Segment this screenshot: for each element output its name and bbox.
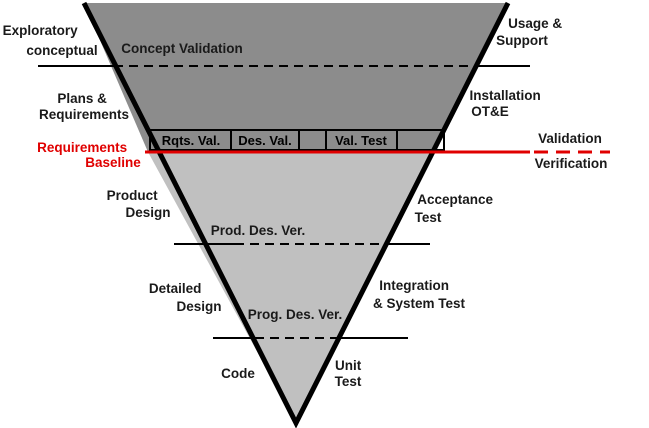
label-requirements-baseline-line2: Baseline xyxy=(85,155,141,170)
label-prod-des-ver: Prod. Des. Ver. xyxy=(211,223,306,238)
label-usage-support-line1: Usage & xyxy=(508,16,562,31)
label-detailed-design-line2: Design xyxy=(176,299,221,314)
label-product-design-line1: Product xyxy=(107,188,159,203)
label-product-design-line2: Design xyxy=(125,205,170,220)
label-acceptance-test-line2: Test xyxy=(415,210,442,225)
label-plans-line2: Requirements xyxy=(39,107,129,122)
label-integration-test: Integration & System Test xyxy=(373,278,466,311)
lower-triangle-region xyxy=(148,152,434,423)
validation-cell-val-test: Val. Test xyxy=(335,133,387,148)
label-exploratory: Exploratory conceptual xyxy=(3,23,98,58)
label-verification: Verification xyxy=(535,156,608,171)
validation-cell-box xyxy=(149,129,445,151)
label-plans-line1: Plans & xyxy=(57,91,107,106)
label-acceptance-test: Acceptance Test xyxy=(415,192,497,225)
label-usage-support: Usage & Support xyxy=(496,16,566,48)
level-separators xyxy=(38,65,530,339)
label-requirements-baseline: Requirements Baseline xyxy=(37,140,141,170)
label-plans-requirements: Plans & Requirements xyxy=(39,91,129,122)
label-prog-des-ver: Prog. Des. Ver. xyxy=(248,307,343,322)
label-detailed-design: Detailed Design xyxy=(149,281,222,314)
label-installation: Installation OT&E xyxy=(469,88,544,119)
label-exploratory-line1: Exploratory xyxy=(3,23,79,38)
label-concept-validation: Concept Validation xyxy=(121,41,243,56)
upper-triangle-region xyxy=(84,3,508,152)
label-product-design: Product Design xyxy=(107,188,171,220)
validation-cells: Rqts. Val. Des. Val. Val. Test xyxy=(149,129,445,151)
label-acceptance-test-line1: Acceptance xyxy=(417,192,493,207)
label-code: Code xyxy=(221,366,255,381)
validation-cell-rqts: Rqts. Val. xyxy=(162,133,221,148)
label-integration-test-line2: & System Test xyxy=(373,296,466,311)
label-installation-line1: Installation xyxy=(469,88,540,103)
label-installation-line2: OT&E xyxy=(471,104,509,119)
label-detailed-design-line1: Detailed xyxy=(149,281,202,296)
label-unit-test-line2: Test xyxy=(335,374,362,389)
label-validation: Validation xyxy=(538,131,602,146)
triangle-outline xyxy=(81,1,511,428)
label-integration-test-line1: Integration xyxy=(379,278,449,293)
validation-cell-des: Des. Val. xyxy=(238,133,291,148)
label-exploratory-line2: conceptual xyxy=(26,43,97,58)
label-unit-test-line1: Unit xyxy=(335,358,362,373)
label-usage-support-line2: Support xyxy=(496,33,548,48)
label-requirements-baseline-line1: Requirements xyxy=(37,140,127,155)
label-unit-test: Unit Test xyxy=(335,358,365,389)
